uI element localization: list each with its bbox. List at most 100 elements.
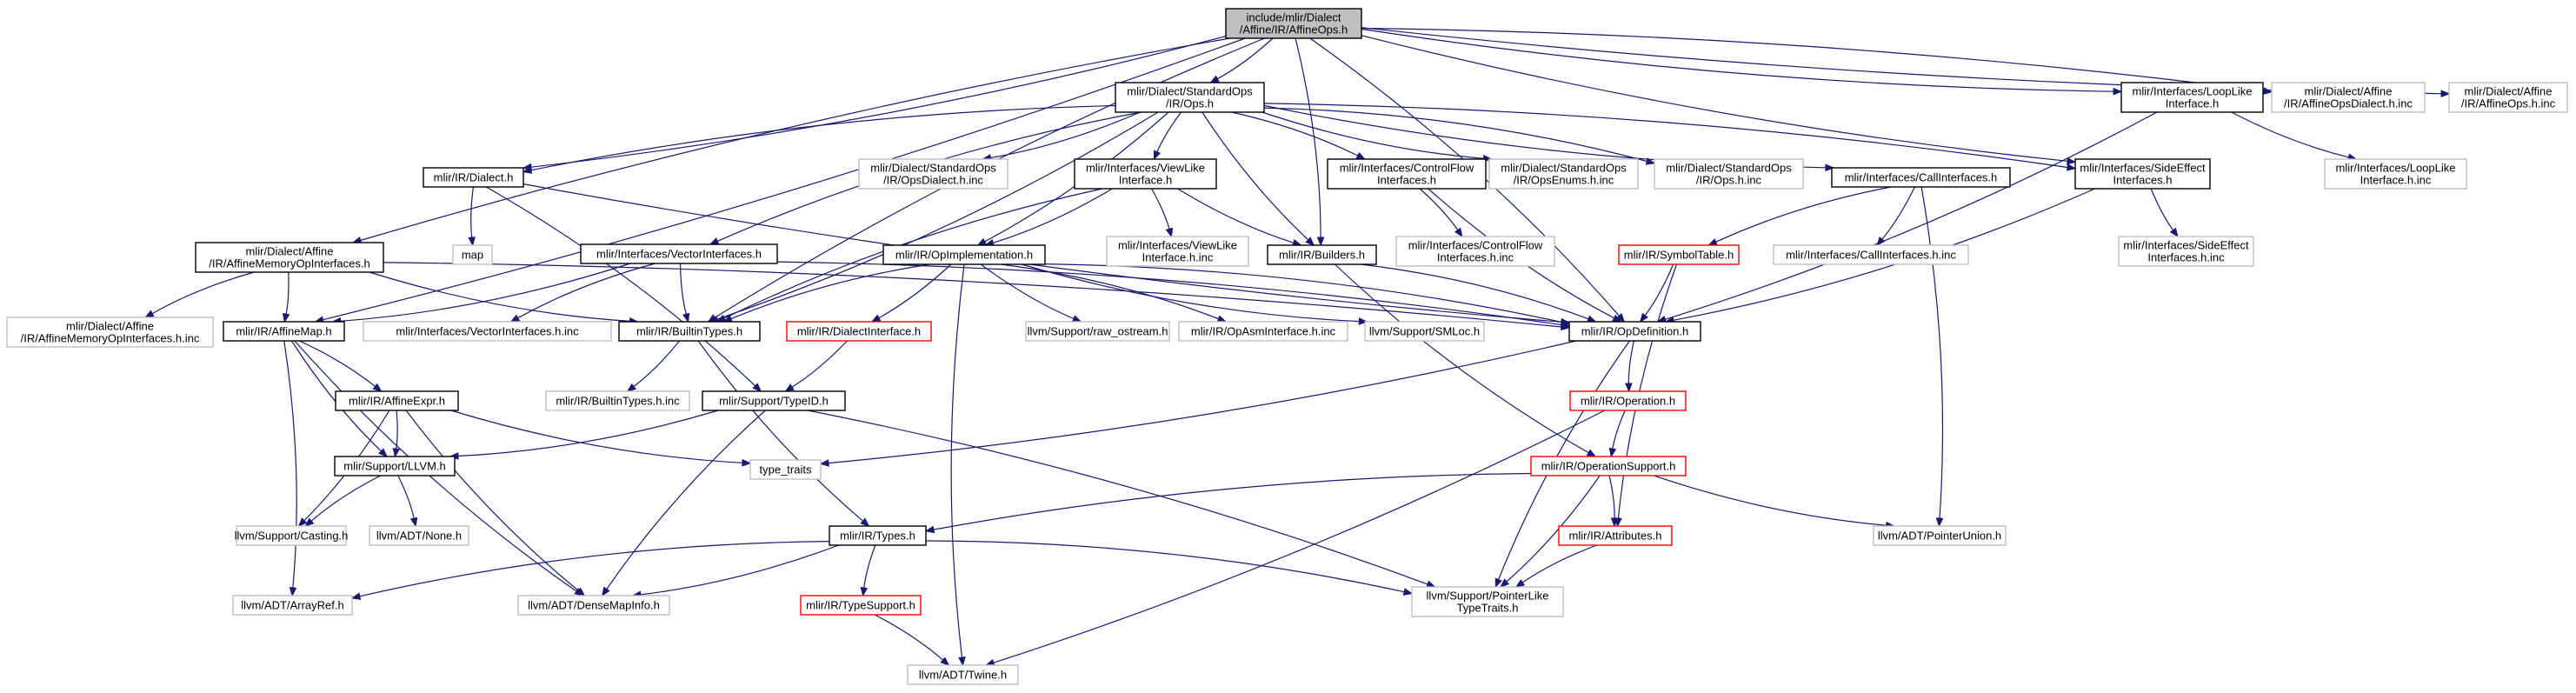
node-types[interactable]: mlir/IR/Types.h [829, 525, 927, 546]
edge-arrowhead [1560, 318, 1571, 326]
edge-arrowhead [1825, 163, 1835, 172]
edge-dialect_h-to-map [468, 186, 476, 247]
edge-arrowhead [1625, 383, 1633, 393]
node-box [334, 456, 456, 476]
edge-vectorinterfaces-to-opdefinition [776, 261, 1571, 329]
node-opimplementation[interactable]: mlir/IR/OpImplementation.h [882, 244, 1046, 265]
node-label: mlir/Dialect/Affine [2305, 85, 2393, 98]
edge-line [1612, 410, 1626, 450]
node-label: llvm/ADT/Twine.h [919, 669, 1007, 682]
node-box [2074, 158, 2211, 190]
node-affine-mem-op-if[interactable]: mlir/Dialect/Affine/IR/AffineMemoryOpInt… [195, 242, 384, 273]
edge-root-to-std_ops [1209, 37, 1274, 83]
node-affine-ops-h-inc: mlir/Dialect/Affine/IR/AffineOps.h.inc [2448, 82, 2568, 113]
node-root[interactable]: include/mlir/Dialect/Affine/IR/AffineOps… [1225, 8, 1362, 39]
node-label: llvm/Support/SMLoc.h [1369, 325, 1480, 338]
node-operationsupport[interactable]: mlir/IR/OperationSupport.h [1530, 456, 1687, 476]
edge-affine_mem_op_if-to-affinemap [282, 271, 290, 323]
edge-line [606, 410, 766, 590]
node-std-opsenums-inc: mlir/Dialect/StandardOps/IR/OpsEnums.h.i… [1488, 158, 1639, 190]
node-support-llvm[interactable]: mlir/Support/LLVM.h [334, 456, 456, 476]
edge-line [517, 263, 656, 319]
node-box [749, 459, 822, 480]
edge-std_ops-to-std_ops_h_inc [1263, 107, 1656, 165]
edge-root-to-sideeffect [1361, 35, 2077, 165]
node-label: Interface.h [1119, 174, 1172, 187]
edge-line [1201, 111, 1309, 241]
edge-std_ops-to-builtintypes [709, 111, 1159, 323]
node-box [1225, 8, 1362, 39]
edge-affineexpr-to-support_llvm [392, 410, 401, 458]
edge-line [1001, 263, 1219, 320]
node-opdefinition[interactable]: mlir/IR/OpDefinition.h [1568, 321, 1701, 342]
edge-line [397, 475, 415, 519]
edge-arrowhead [1707, 238, 1718, 246]
node-dialect-h[interactable]: mlir/IR/Dialect.h [423, 167, 524, 188]
node-callinterfaces[interactable]: mlir/Interfaces/CallInterfaces.h [1831, 167, 2011, 188]
edge-arrowhead [1610, 517, 1619, 528]
edge-root-to-looplike [1361, 28, 2123, 96]
node-label: mlir/IR/AffineMap.h [236, 325, 331, 338]
node-box [800, 595, 922, 616]
node-affinemap[interactable]: mlir/IR/AffineMap.h [223, 321, 345, 342]
node-affineexpr[interactable]: mlir/IR/AffineExpr.h [335, 390, 459, 411]
node-builtintypes[interactable]: mlir/IR/BuiltinTypes.h [618, 321, 761, 342]
edge-vectorinterfaces-to-builtintypes [679, 263, 690, 323]
node-box [1558, 525, 1673, 546]
edge-arrowhead [289, 587, 297, 597]
node-box [1411, 586, 1564, 617]
node-box [2120, 82, 2264, 113]
edge-arrowhead [1494, 577, 1502, 589]
node-dialectinterface[interactable]: mlir/IR/DialectInterface.h [786, 321, 932, 342]
edge-viewlike-to-viewlike_inc [1151, 188, 1174, 238]
edge-arrowhead [1209, 75, 1220, 83]
node-label: mlir/Support/TypeID.h [719, 395, 829, 408]
edge-arrowhead [940, 656, 950, 666]
node-label: /IR/Ops.h [1166, 97, 1214, 110]
edge-line [1231, 111, 1358, 157]
node-operation[interactable]: mlir/IR/Operation.h [1569, 390, 1687, 411]
node-label: llvm/ADT/DenseMapInfo.h [528, 599, 660, 612]
edge-line [993, 188, 1113, 243]
node-label: Interface.h [2166, 97, 2219, 110]
node-typeid[interactable]: mlir/Support/TypeID.h [702, 390, 846, 411]
edge-opdefinition-to-operation [1625, 340, 1634, 393]
edge-arrowhead [682, 312, 690, 323]
edge-line [530, 36, 1227, 168]
node-type-traits: type_traits [749, 459, 822, 480]
node-label: mlir/IR/OpDefinition.h [1581, 325, 1689, 338]
node-label: mlir/Interfaces/SideEffect [2123, 239, 2249, 252]
node-label: mlir/Dialect/StandardOps [870, 162, 996, 175]
edge-arrowhead [1316, 237, 1325, 247]
edge-line [369, 271, 630, 322]
node-label: Interfaces.h [1377, 174, 1436, 187]
node-box [1178, 321, 1348, 342]
node-box [1530, 456, 1687, 476]
edge-arrowhead [144, 310, 155, 318]
edge-arrowhead [522, 166, 533, 174]
edge-line [457, 410, 719, 457]
edge-line [360, 37, 1231, 242]
edge-line [791, 340, 848, 388]
node-vectorinterfaces[interactable]: mlir/Interfaces/VectorInterfaces.h [580, 243, 778, 264]
edge-typesupport-to-twine [874, 614, 950, 666]
node-callinterfaces-inc: mlir/Interfaces/CallInterfaces.h.inc [1773, 244, 1969, 265]
node-std-ops[interactable]: mlir/Dialect/StandardOps/IR/Ops.h [1115, 82, 1265, 113]
edge-line [925, 540, 1405, 593]
edge-arrowhead [1454, 227, 1463, 238]
edge-affineexpr-to-type_traits [450, 410, 752, 467]
edge-types-to-densemapinfo [631, 544, 839, 599]
node-builders[interactable]: mlir/IR/Builders.h [1267, 244, 1377, 265]
edge-line [340, 263, 630, 322]
edge-types-to-typesupport [860, 544, 876, 597]
node-typesupport[interactable]: mlir/IR/TypeSupport.h [800, 595, 922, 616]
edge-std_ops-to-builders [1201, 111, 1315, 246]
edge-arrowhead [1305, 237, 1315, 246]
node-raw-ostream: llvm/Support/raw_ostream.h [1025, 321, 1170, 342]
node-attributes[interactable]: mlir/IR/Attributes.h [1558, 525, 1673, 546]
node-symboltable[interactable]: mlir/IR/SymbolTable.h [1618, 244, 1740, 265]
